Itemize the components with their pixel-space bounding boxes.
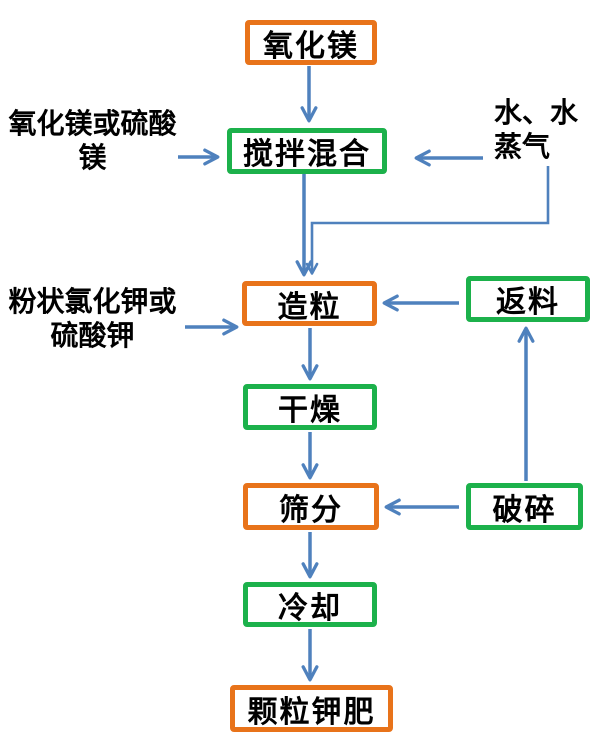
node-label: 破碎 xyxy=(492,493,557,527)
node-crushing: 破碎 xyxy=(466,483,583,530)
node-stir-mix: 搅拌混合 xyxy=(227,128,387,174)
node-label: 冷却 xyxy=(278,591,342,625)
input-label-magnesium-oxide-or-sulfate: 氧化镁或硫酸 镁 xyxy=(8,109,177,175)
node-sieving: 筛分 xyxy=(243,483,379,530)
node-drying: 干燥 xyxy=(243,384,377,430)
node-return-material: 返料 xyxy=(466,276,590,322)
node-granulation: 造粒 xyxy=(242,281,377,326)
node-label: 造粒 xyxy=(277,290,342,324)
node-label: 返料 xyxy=(496,286,560,319)
node-label: 颗粒钾肥 xyxy=(247,695,376,729)
node-label: 搅拌混合 xyxy=(243,138,371,171)
node-cooling: 冷却 xyxy=(243,582,377,627)
input-label-powdered-potassium-chloride-or-sulfate: 粉状氯化钾或 硫酸钾 xyxy=(8,287,177,353)
edge-water-elbow-to-granulate xyxy=(305,166,550,275)
node-granular-potash-product: 颗粒钾肥 xyxy=(230,685,393,732)
node-label: 筛分 xyxy=(279,493,343,527)
node-label: 氧化镁 xyxy=(263,29,359,63)
node-label: 干燥 xyxy=(278,394,342,427)
input-label-water-steam: 水、水 蒸气 xyxy=(494,98,579,164)
node-magnesium-oxide: 氧化镁 xyxy=(245,20,377,65)
